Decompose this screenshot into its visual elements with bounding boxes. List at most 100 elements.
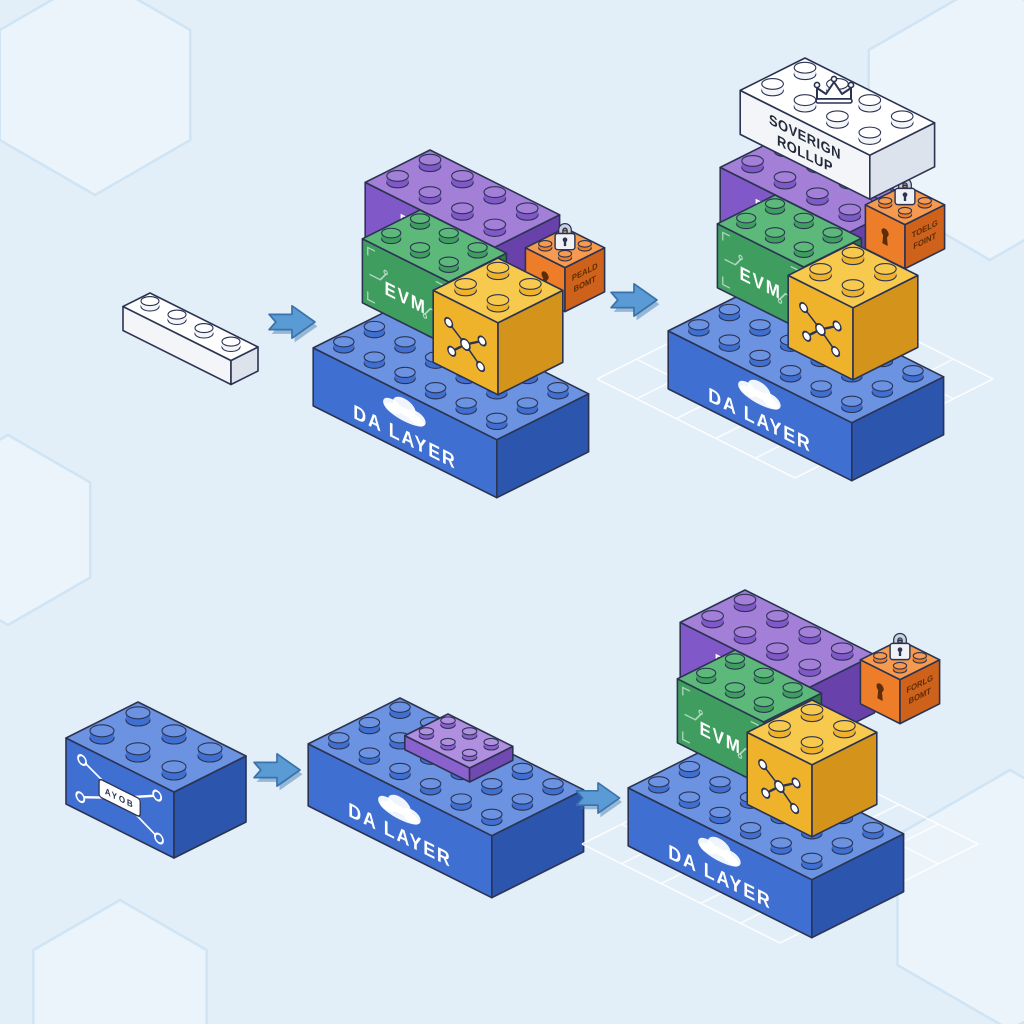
brick-top-face xyxy=(746,699,878,766)
stud xyxy=(547,382,569,400)
stud xyxy=(831,837,854,855)
stud xyxy=(451,202,474,221)
stud xyxy=(389,762,411,781)
crown-icon xyxy=(813,75,855,104)
stud xyxy=(161,760,187,781)
stud xyxy=(858,94,882,113)
cloud-icon xyxy=(738,379,781,410)
stud xyxy=(917,196,932,209)
stud xyxy=(841,246,865,266)
hexagon-decoration xyxy=(896,768,1024,1024)
stud xyxy=(724,682,746,699)
stud xyxy=(461,727,478,740)
stud xyxy=(897,206,913,219)
stud xyxy=(773,171,797,190)
panel-single-brick xyxy=(122,292,259,386)
stud xyxy=(455,397,477,415)
stud xyxy=(862,822,884,840)
stud xyxy=(833,719,856,739)
data-brick: AYOB xyxy=(65,701,247,859)
stud xyxy=(386,169,409,189)
stud xyxy=(363,351,386,369)
stud xyxy=(709,806,731,825)
stud xyxy=(826,110,849,129)
stud xyxy=(733,593,757,613)
stud xyxy=(878,196,893,209)
stud xyxy=(892,661,908,674)
stud xyxy=(779,365,802,383)
stud xyxy=(328,732,350,750)
stud xyxy=(648,776,670,794)
stud xyxy=(394,336,416,354)
stud xyxy=(363,320,386,339)
stud xyxy=(358,747,381,765)
brick-top-face xyxy=(65,701,247,793)
cloud-icon xyxy=(383,396,426,427)
stud xyxy=(838,203,862,222)
hexagon-decoration xyxy=(0,433,92,627)
stud xyxy=(483,737,499,751)
stud xyxy=(709,776,731,794)
stud xyxy=(333,336,355,354)
stud xyxy=(486,294,510,313)
stud xyxy=(424,382,447,400)
stud xyxy=(739,822,762,840)
stud xyxy=(770,837,792,855)
stud xyxy=(461,748,478,762)
stud xyxy=(481,778,503,796)
stud xyxy=(409,242,431,259)
stud xyxy=(519,277,542,297)
sequencer-brick xyxy=(787,242,919,381)
panel-da-with-blob: DA LAYER xyxy=(307,697,585,899)
network-nodes-icon xyxy=(758,758,801,815)
stud xyxy=(841,395,863,414)
brick-top-face xyxy=(676,649,823,723)
stud xyxy=(486,261,510,281)
stud xyxy=(194,323,214,339)
stud xyxy=(167,309,187,326)
stud xyxy=(483,218,507,237)
stud xyxy=(418,727,435,740)
stud xyxy=(782,682,803,699)
stud xyxy=(438,256,459,273)
data-blob-plate xyxy=(403,713,514,783)
stud xyxy=(221,336,241,353)
padlock-icon xyxy=(554,222,576,251)
stud xyxy=(912,651,927,664)
network-nodes-icon xyxy=(799,301,842,358)
stud xyxy=(418,186,442,205)
stud xyxy=(766,609,789,629)
stud xyxy=(440,716,456,729)
stud xyxy=(830,642,854,661)
stud xyxy=(389,701,411,719)
keyhole-icon xyxy=(876,683,884,701)
stud xyxy=(450,793,472,811)
stud xyxy=(538,239,553,252)
padlock-icon xyxy=(889,632,911,661)
stud xyxy=(557,249,573,262)
stud xyxy=(89,724,115,745)
stud xyxy=(806,187,829,206)
stud xyxy=(688,319,710,337)
brick-top-face xyxy=(432,257,564,324)
stud xyxy=(736,212,757,230)
stud xyxy=(718,303,741,322)
stud xyxy=(793,241,814,258)
stud xyxy=(753,667,774,685)
stud xyxy=(874,262,897,282)
stud xyxy=(125,742,151,763)
stud xyxy=(841,279,865,298)
stud xyxy=(381,227,402,245)
network-nodes-icon xyxy=(444,316,487,373)
hexagon-decoration xyxy=(32,898,208,1024)
stud xyxy=(800,703,824,723)
plain-brick xyxy=(122,292,259,386)
stud xyxy=(678,760,701,779)
stud xyxy=(516,397,539,415)
stud xyxy=(793,212,814,230)
stud xyxy=(753,696,774,713)
stud xyxy=(701,609,724,629)
